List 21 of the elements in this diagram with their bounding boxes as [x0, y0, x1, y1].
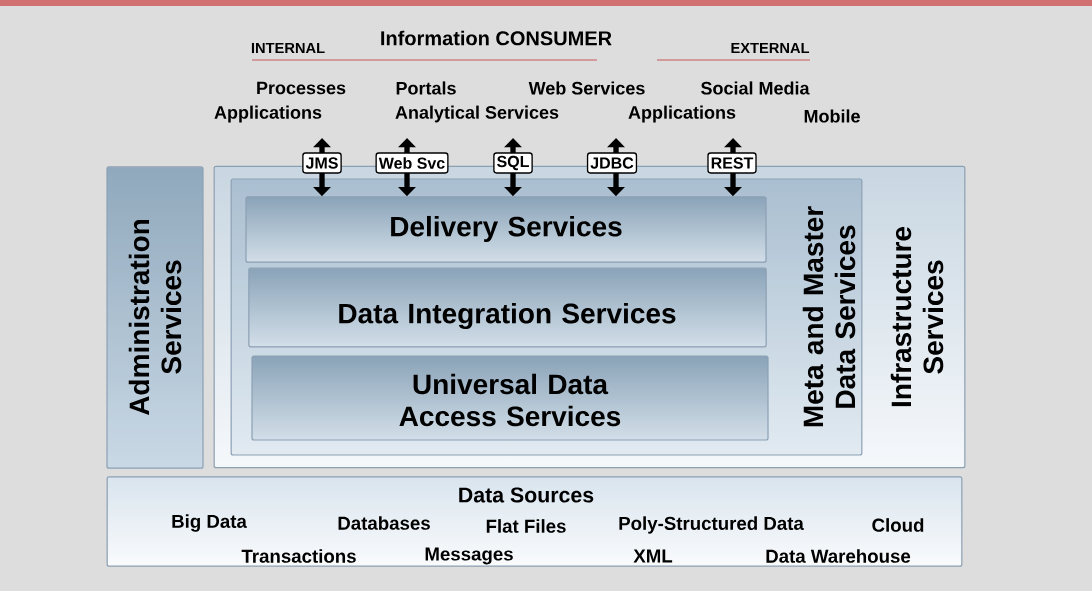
edge-label: JMS [302, 152, 342, 174]
title: Information CONSUMER [381, 30, 612, 46]
group-label: EXTERNAL [731, 42, 810, 54]
layer-box: Data Integration Services [248, 267, 767, 348]
consumer-label: Portals [396, 81, 456, 95]
consumer-label: Social Media [701, 81, 810, 95]
consumer-label: Processes [257, 81, 346, 95]
side-panel: Administration Services [106, 166, 204, 469]
layer-box: Delivery Services [245, 196, 767, 263]
panel: Data Sources Big Data Databases Flat Files Poly-Structured Data Cloud Transactions Messages XML Data Warehouse [106, 476, 963, 567]
edge-label: Web Svc [375, 152, 449, 174]
consumer-label: Applications [628, 105, 736, 123]
layer-box: Universal Data Access Services [251, 355, 769, 441]
consumer-label: Web Services [528, 81, 645, 95]
edge-label: SQL [493, 152, 533, 174]
consumer-label: Applications [214, 105, 322, 123]
edge-label: JDBC [586, 152, 638, 174]
consumer-label: Analytical Services [395, 105, 559, 123]
group-label: INTERNAL [251, 42, 325, 54]
consumer-label: Mobile [804, 109, 860, 123]
edge-label: REST [707, 152, 757, 174]
